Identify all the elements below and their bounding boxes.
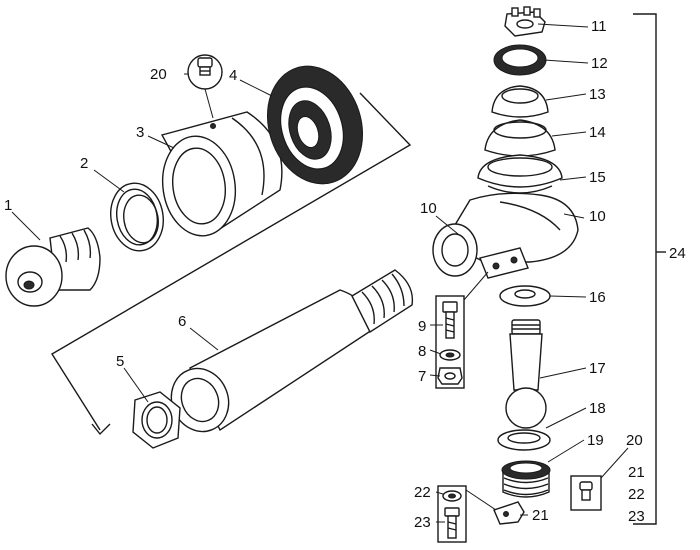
- label-20-right: 20: [626, 432, 643, 449]
- label-2: 2: [80, 155, 88, 172]
- part-12-washer-ring: [493, 44, 547, 76]
- part-labels: 1 2 3 4 5 6 20 7 8 9 10 10 11 12 13 14 1…: [4, 18, 686, 531]
- part-11-castle-nut: [504, 6, 546, 37]
- label-15: 15: [589, 169, 606, 186]
- part-7-nut: [437, 367, 463, 385]
- assembly-bracket-24: [633, 13, 666, 525]
- label-10-right: 10: [589, 208, 606, 225]
- leader-lines: [11, 23, 589, 523]
- label-23-bottom: 23: [414, 514, 431, 531]
- part-8-washer: [439, 349, 461, 361]
- label-12: 12: [591, 55, 608, 72]
- label-10-left: 10: [420, 200, 437, 217]
- part-23-bolt: [444, 507, 460, 539]
- part-1-ball-pin: [5, 227, 101, 307]
- part-5-hex-nut: [132, 391, 181, 449]
- label-21-bottom: 21: [532, 507, 549, 524]
- label-13: 13: [589, 86, 606, 103]
- part-18-ring: [497, 429, 551, 451]
- label-6: 6: [178, 313, 186, 330]
- part-15-boot: [477, 154, 563, 194]
- label-17: 17: [589, 360, 606, 377]
- label-21-right: 21: [628, 464, 645, 481]
- part-21-lock-plate: [465, 489, 525, 525]
- bolt-group-frame: [435, 271, 489, 389]
- part-20-grease-fitting-left: [187, 54, 223, 119]
- label-9: 9: [418, 318, 426, 335]
- part-19-threaded-plug: [501, 460, 551, 498]
- label-22-bottom: 22: [414, 484, 431, 501]
- part-6-tube: [170, 269, 414, 433]
- label-8: 8: [418, 343, 426, 360]
- label-23-right: 23: [628, 508, 645, 525]
- part-13-upper-seal: [491, 85, 549, 118]
- part-9-bolt: [442, 301, 458, 339]
- label-19: 19: [587, 432, 604, 449]
- part-14-boot-ring: [484, 119, 556, 157]
- part-16-washer: [499, 285, 551, 307]
- label-14: 14: [589, 124, 606, 141]
- label-11: 11: [591, 18, 607, 35]
- assembly-bracket-left: [51, 92, 412, 436]
- label-22-right: 22: [628, 486, 645, 503]
- part-20-grease-fitting-right: [570, 447, 629, 511]
- part-17-ball-stud: [505, 319, 547, 429]
- part-4-cover: [266, 65, 364, 185]
- label-24: 24: [669, 245, 686, 262]
- part-10-knuckle-housing: [432, 192, 579, 279]
- label-1: 1: [4, 197, 12, 214]
- bolt-group-frame-bottom: [437, 485, 467, 543]
- part-22-washer: [442, 490, 462, 502]
- label-16: 16: [589, 289, 606, 306]
- part-3-sleeve: [160, 111, 283, 237]
- label-20-left: 20: [150, 66, 167, 83]
- label-4: 4: [229, 67, 237, 84]
- label-5: 5: [116, 353, 124, 370]
- label-7: 7: [418, 368, 426, 385]
- part-2-ring: [110, 182, 164, 252]
- label-18: 18: [589, 400, 606, 417]
- label-3: 3: [136, 124, 144, 141]
